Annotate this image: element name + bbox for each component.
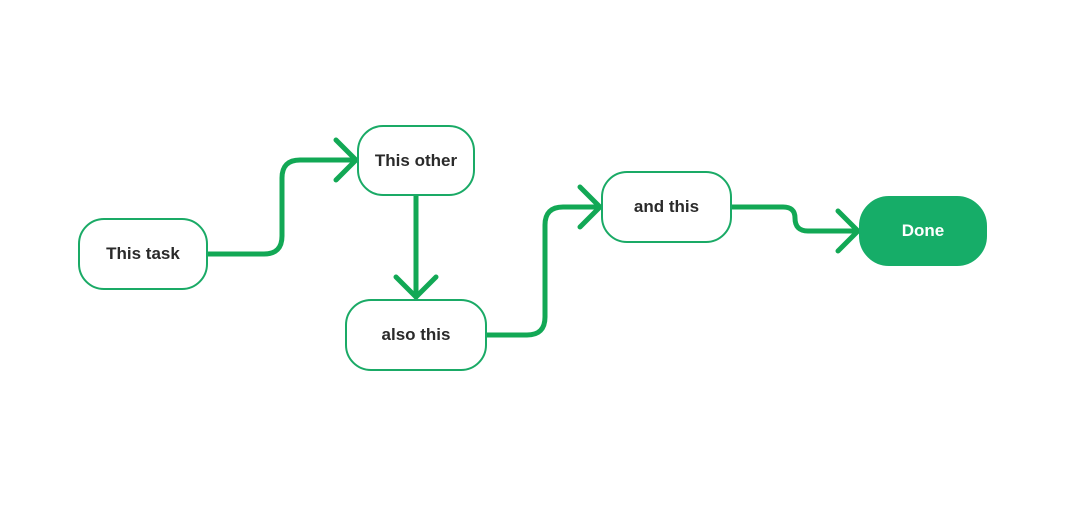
node-label: and this [633,197,700,216]
node-this-other[interactable]: This other [357,125,475,196]
node-this-task[interactable]: This task [78,218,208,290]
node-done[interactable]: Done [859,196,987,266]
connector-and-to-done [729,204,860,234]
arrowhead-other-to-also [393,274,439,300]
connector-task-to-other [205,157,358,257]
node-label: also this [381,325,451,344]
node-label: This task [106,244,180,263]
connector-also-to-and [484,204,602,338]
node-also-this[interactable]: also this [345,299,487,371]
arrowhead-and-to-done [835,208,861,254]
arrowhead-task-to-other [333,137,359,183]
node-label: Done [901,221,945,240]
node-and-this[interactable]: and this [601,171,732,243]
arrowhead-also-to-and [577,184,603,230]
node-label: This other [374,150,458,170]
